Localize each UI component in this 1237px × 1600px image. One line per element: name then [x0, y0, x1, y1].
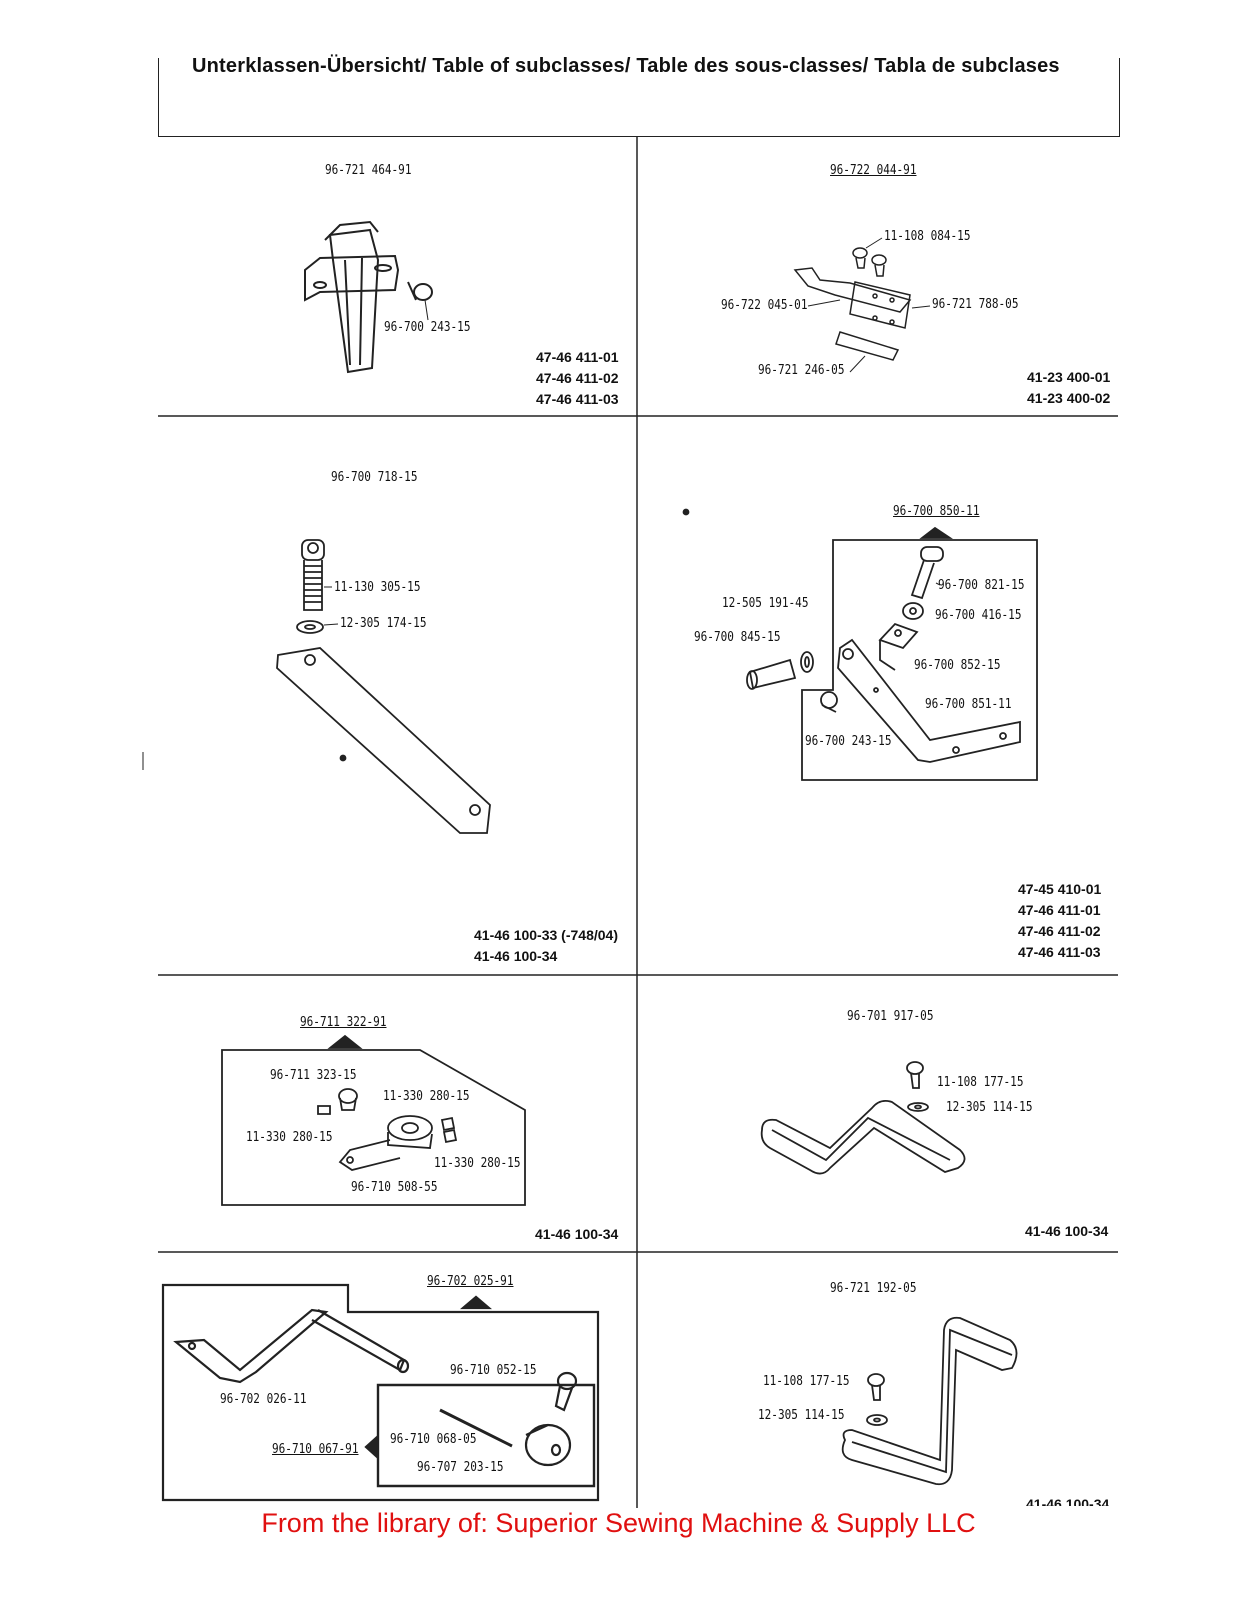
part-angle-bracket	[339, 508, 1038, 781]
part-number: 96-722 045-01	[721, 298, 808, 313]
part-number: 12-305 174-15	[340, 616, 427, 631]
part-number: 96-702 026-11	[220, 1392, 307, 1407]
part-number: 96-711 323-15	[270, 1068, 357, 1083]
part-blade-set	[793, 237, 931, 373]
part-number: 96-700 416-15	[935, 608, 1022, 623]
part-number: 96-700 243-15	[805, 734, 892, 749]
subassembly-number: 96-710 067-91	[272, 1442, 359, 1457]
class-number: 41-46 100-34	[1025, 1223, 1109, 1239]
assembly-number: 96-721 464-91	[325, 163, 412, 178]
part-number: 96-707 203-15	[417, 1460, 504, 1475]
part-number: 96-710 052-15	[450, 1363, 537, 1378]
class-number: 41-23 400-01	[1027, 369, 1111, 385]
class-number: 47-46 411-03	[1018, 944, 1101, 960]
part-number: 96-700 243-15	[384, 320, 471, 335]
class-number: 41-46 100-34	[474, 948, 558, 964]
part-wire-guide-2	[841, 1316, 1018, 1486]
assembly-number: 96-701 917-05	[847, 1009, 934, 1024]
assembly-number: 96-711 322-91	[300, 1015, 387, 1030]
assembly-number: 96-702 025-91	[427, 1274, 514, 1289]
class-number: 41-23 400-02	[1027, 390, 1111, 406]
class-number: 47-45 410-01	[1018, 881, 1102, 897]
part-bar-bracket	[276, 539, 491, 834]
part-number: 96-700 821-15	[938, 578, 1025, 593]
part-number: 12-305 114-15	[946, 1100, 1033, 1115]
header-box	[158, 58, 1120, 137]
assembly-number: 96-700 718-15	[331, 470, 418, 485]
part-number: 11-108 177-15	[937, 1075, 1024, 1090]
part-number: 96-710 508-55	[351, 1180, 438, 1195]
class-number: 47-46 411-01	[1018, 902, 1101, 918]
part-wire-guide	[760, 1061, 966, 1175]
part-number: 11-330 280-15	[434, 1156, 521, 1171]
class-number: 47-46 411-02	[1018, 923, 1101, 939]
page-title: Unterklassen-Übersicht/ Table of subclas…	[192, 55, 1060, 77]
library-footer: From the library of: Superior Sewing Mac…	[261, 1508, 976, 1538]
part-shaft-assembly	[161, 1283, 600, 1502]
part-number: 96-700 851-11	[925, 697, 1012, 712]
part-number: 96-721 246-05	[758, 363, 845, 378]
part-lever-assembly	[221, 1034, 526, 1206]
assembly-number: 96-721 192-05	[830, 1281, 917, 1296]
class-number: 47-46 411-02	[536, 370, 619, 386]
class-number: 41-46 100-33 (-748/04)	[474, 927, 618, 943]
grid-lines	[158, 136, 1118, 1508]
class-number: 47-46 411-01	[536, 349, 619, 365]
part-number: 96-721 788-05	[932, 297, 1019, 312]
part-number: 12-305 114-15	[758, 1408, 845, 1423]
part-fork-guide	[304, 220, 433, 374]
part-number: 96-710 068-05	[390, 1432, 477, 1447]
part-number: 11-108 084-15	[884, 229, 971, 244]
part-number: 11-108 177-15	[763, 1374, 850, 1389]
part-number: 96-700 852-15	[914, 658, 1001, 673]
part-number: 11-330 280-15	[383, 1089, 470, 1104]
class-number: 47-46 411-03	[536, 391, 619, 407]
part-number: 11-330 280-15	[246, 1130, 333, 1145]
part-number: 11-130 305-15	[334, 580, 421, 595]
assembly-number: 96-700 850-11	[893, 504, 980, 519]
part-number: 96-700 845-15	[694, 630, 781, 645]
class-number: 41-46 100-34	[1026, 1496, 1110, 1506]
assembly-number: 96-722 044-91	[830, 163, 917, 178]
class-number: 41-46 100-34	[535, 1226, 619, 1242]
part-number: 12-505 191-45	[722, 596, 809, 611]
